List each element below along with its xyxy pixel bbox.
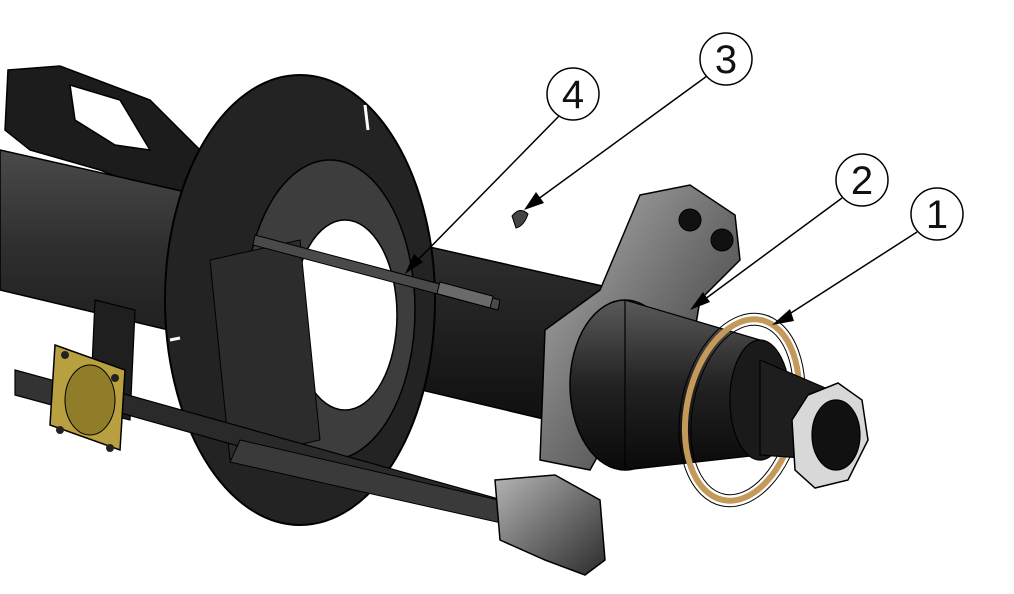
callout-3: 3 — [524, 32, 753, 210]
callout-number-2: 2 — [851, 159, 873, 203]
callout-number-4: 4 — [562, 73, 584, 117]
leader-line-1 — [779, 231, 918, 321]
mounting-bracket — [4, 65, 206, 201]
arrowhead-4 — [405, 254, 423, 274]
pin-part — [252, 234, 501, 311]
balloon-1 — [910, 187, 964, 241]
callout-2: 2 — [690, 153, 889, 310]
callout-number-3: 3 — [715, 38, 737, 82]
balloon-3 — [699, 32, 753, 86]
arrowhead-3 — [524, 192, 544, 210]
clip-part — [511, 210, 529, 229]
callout-1: 1 — [772, 187, 964, 325]
balloon-4 — [546, 67, 600, 121]
spindle-nut — [759, 359, 869, 489]
balloon-2 — [835, 153, 889, 207]
callout-number-1: 1 — [926, 193, 948, 237]
arrowhead-1 — [772, 309, 794, 325]
arrowhead-2 — [690, 292, 710, 310]
leader-line-4 — [409, 114, 561, 269]
leader-line-3 — [529, 75, 708, 206]
leader-line-2 — [696, 197, 843, 306]
callout-4: 4 — [405, 67, 600, 274]
drive-shaft — [14, 343, 126, 452]
